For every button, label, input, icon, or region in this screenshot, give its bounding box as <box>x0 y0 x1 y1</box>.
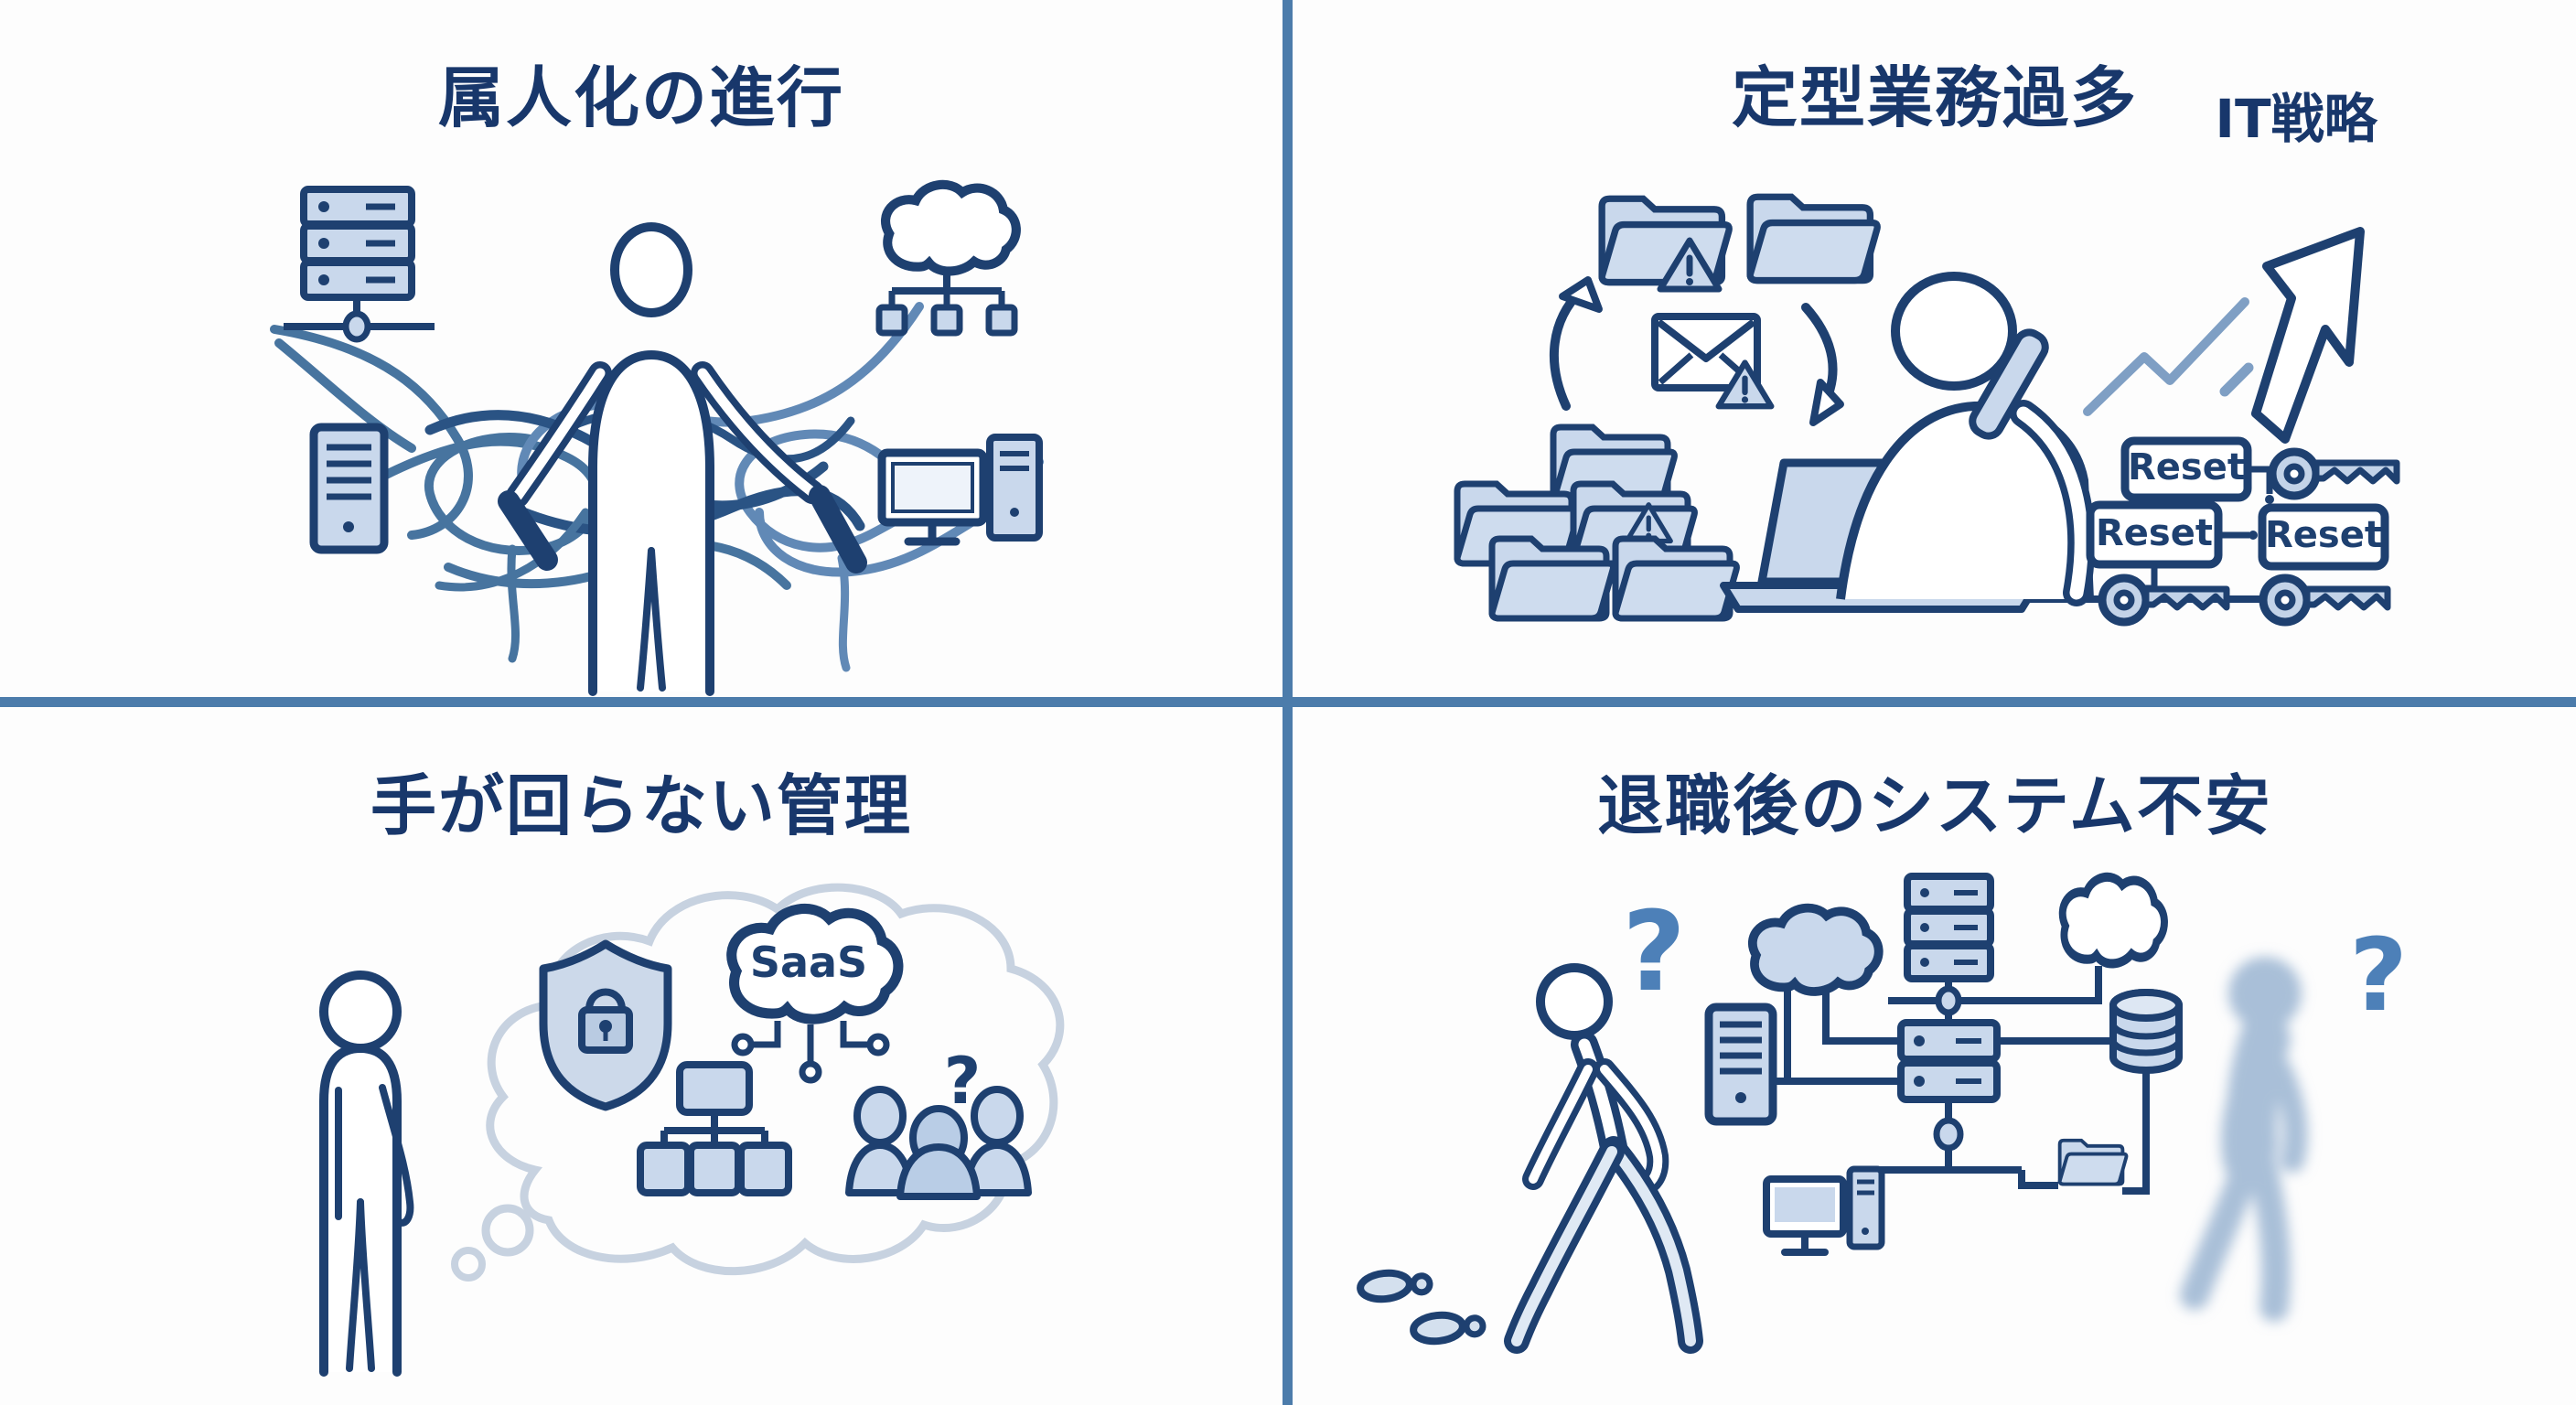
phone-handset-icon <box>1969 328 2049 440</box>
person-tangled-cables <box>498 222 867 696</box>
people-group-icon: ? <box>845 1044 1032 1200</box>
question-mark: ? <box>2349 917 2408 1034</box>
quadrant-top-left-illustration <box>270 0 1044 696</box>
saas-label: SaaS <box>750 938 867 987</box>
arrow-down-icon <box>1801 303 1844 426</box>
folder-warning-icon <box>1602 198 1729 289</box>
key-icon <box>2102 578 2227 622</box>
walking-person <box>1504 963 1703 1354</box>
envelope-warning-icon <box>1651 313 1771 406</box>
org-chart-icon <box>637 1061 792 1196</box>
folder-pile <box>1457 427 1736 618</box>
desktop-computer-icon <box>877 434 1043 546</box>
cloud-network-icon <box>875 185 1016 337</box>
key-icon <box>2272 452 2397 496</box>
monitor-icon <box>1763 1165 1885 1256</box>
it-strategy-label: IT戦略 <box>2215 88 2377 150</box>
footprints-icon <box>1357 1269 1487 1346</box>
quadrant-bottom-left-illustration: SaaS ? <box>319 883 1065 1377</box>
database-icon <box>2109 989 2183 1074</box>
growth-arrow-icon <box>2083 227 2365 444</box>
quadrant-top-right-illustration: IT戦略 Reset Reset Reset <box>1293 88 2576 697</box>
network-node <box>1933 1117 1964 1152</box>
folder-icon <box>2057 1138 2129 1186</box>
server-rack-icon <box>284 186 435 343</box>
reset-buttons-and-keys: Reset Reset Reset <box>2086 436 2397 622</box>
title-top-left: 属人化の進行 <box>437 59 844 136</box>
reset-button-label: Reset <box>2096 512 2213 554</box>
standing-person <box>319 971 414 1377</box>
folder-icon <box>1750 197 1877 280</box>
rack-server-icon <box>1897 1019 2001 1103</box>
question-mark: ? <box>1622 889 1686 1016</box>
ghost-person <box>2180 957 2308 1322</box>
saas-cloud-icon: SaaS <box>732 908 898 1084</box>
quadrant-bottom-right-illustration: ? ? <box>1357 708 2408 1354</box>
title-bottom-right: 退職後のシステム不安 <box>1597 767 2272 844</box>
cloud-icon <box>2063 877 2164 964</box>
tower-pc-icon <box>309 423 389 554</box>
reset-button <box>2120 436 2252 502</box>
arrow-up-icon <box>1549 276 1603 411</box>
server-rack-icon <box>1904 873 1994 982</box>
horizontal-divider <box>0 697 2576 707</box>
reset-button-label: Reset <box>2128 446 2245 488</box>
title-top-right: 定型業務過多 <box>1731 59 2138 136</box>
tower-pc-icon <box>1704 1003 1777 1126</box>
cloud-icon <box>1753 908 1879 992</box>
reset-button <box>2258 503 2389 571</box>
network-node <box>1935 985 1962 1016</box>
reset-button <box>2086 500 2223 569</box>
reset-button-label: Reset <box>2265 514 2382 556</box>
shield-lock-icon <box>539 939 672 1111</box>
key-icon <box>2263 578 2388 622</box>
person-on-phone <box>1836 272 2096 606</box>
title-bottom-left: 手が回らない管理 <box>370 767 912 844</box>
